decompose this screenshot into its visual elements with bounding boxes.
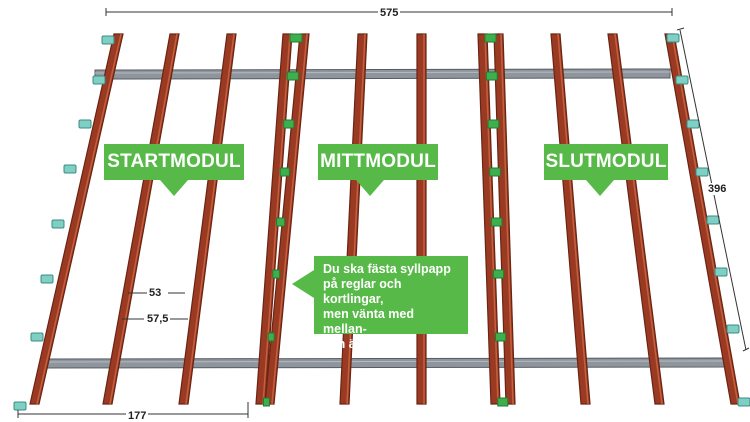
- support-foot: [714, 267, 728, 277]
- blocking: [490, 217, 503, 227]
- joist-highlight: [557, 33, 589, 405]
- callout-tail: [160, 180, 188, 196]
- dimension-depth: 396: [706, 183, 729, 195]
- callout-tail: [586, 180, 614, 196]
- dimension-total-width: 575: [378, 7, 401, 19]
- note-line: Du ska fästa syllpapp: [323, 262, 451, 276]
- blocking: [497, 397, 509, 407]
- joist-highlight: [271, 33, 308, 405]
- joist-highlight: [109, 33, 178, 405]
- blocking: [492, 269, 505, 279]
- joist-highlight: [185, 33, 235, 405]
- cross-beam-highlight: [39, 360, 728, 363]
- joists: [29, 33, 741, 405]
- blocking: [272, 269, 281, 279]
- dimension-tick: [676, 27, 685, 31]
- dimension-spacing-b: 57,5: [145, 313, 171, 325]
- blocking: [286, 71, 299, 81]
- note-callout-tail: [292, 270, 314, 298]
- dimension-spacing-a: 53: [147, 287, 164, 299]
- support-foot: [30, 332, 44, 342]
- dimension-module-width: 177: [126, 410, 149, 422]
- support-foot: [101, 35, 115, 45]
- support-foot: [63, 164, 77, 174]
- joist-highlight: [346, 33, 366, 405]
- support-foot: [686, 119, 700, 129]
- support-foot: [13, 401, 27, 411]
- joist-highlight: [36, 33, 122, 405]
- support-foot: [78, 119, 92, 129]
- blocking: [283, 119, 295, 129]
- blocking: [262, 397, 270, 407]
- blocking: [276, 217, 286, 227]
- cross-beam: [94, 68, 671, 80]
- label-mittmodul: MITTMODUL: [318, 144, 438, 180]
- support-foot: [666, 33, 680, 43]
- support-foot: [92, 75, 106, 85]
- label-slutmodul: SLUTMODUL: [544, 144, 668, 180]
- blocking: [484, 33, 497, 43]
- blocking: [267, 332, 275, 342]
- support-foot: [51, 219, 65, 229]
- blocking: [289, 33, 303, 43]
- note-callout: Du ska fästa syllpapp på reglar och kort…: [314, 256, 468, 351]
- cross-beam: [39, 357, 728, 369]
- support-foot: [695, 167, 709, 177]
- joist-highlight: [614, 33, 663, 405]
- cross-beam-highlight: [94, 71, 671, 74]
- support-foot: [726, 324, 740, 334]
- support-foot: [40, 274, 54, 284]
- note-line: men vänta med mellan-: [323, 307, 415, 336]
- support-foot: [675, 75, 689, 85]
- blocking-pieces: [262, 33, 509, 407]
- support-foot: [737, 397, 750, 407]
- dimension-tick: [742, 347, 750, 352]
- joist-highlight: [671, 33, 739, 405]
- blocking: [495, 332, 507, 342]
- blocking: [487, 119, 500, 129]
- callout-tail: [356, 180, 384, 196]
- label-startmodul: STARTMODUL: [104, 144, 244, 180]
- support-feet: [13, 33, 750, 411]
- note-line: på reglar och kortlingar,: [323, 277, 402, 306]
- support-foot: [706, 215, 720, 225]
- blocking: [485, 71, 498, 81]
- blocking: [489, 167, 501, 177]
- blocking: [279, 167, 290, 177]
- note-line: och ändbitarna!: [323, 337, 417, 351]
- joist-highlight: [500, 33, 514, 405]
